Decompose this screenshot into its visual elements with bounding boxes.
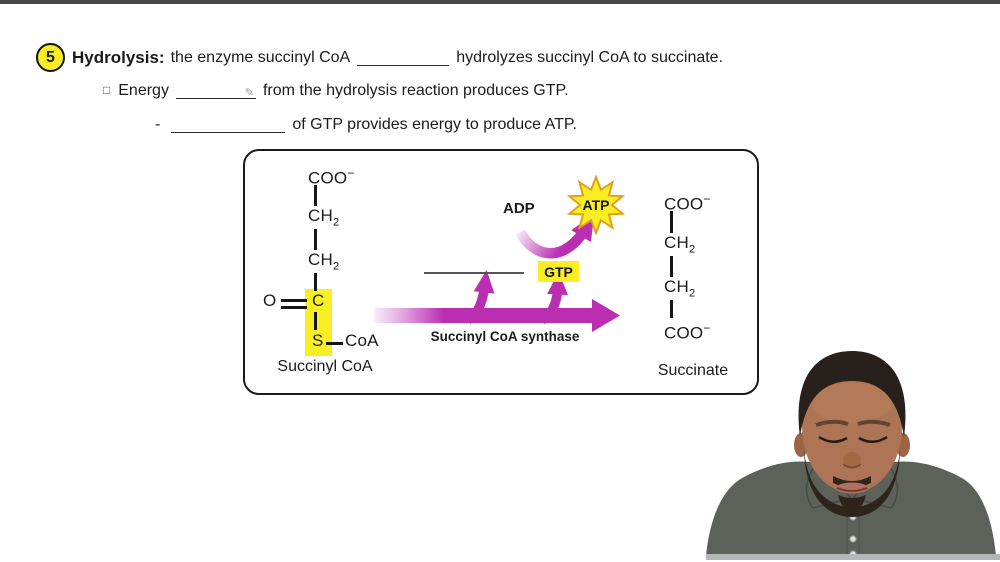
gtp-badge: GTP (538, 261, 579, 282)
atp-label: ATP (583, 197, 610, 213)
step-number-badge: 5 (36, 43, 65, 72)
top-window-bar (0, 0, 1000, 4)
line1-before-blank: the enzyme succinyl CoA (170, 48, 351, 66)
coa-label: CoA (345, 331, 379, 350)
atp-starburst-icon: ATP (566, 174, 626, 236)
succinate-group-ch2-2: CH2 (664, 277, 696, 300)
presenter-webcam (706, 351, 996, 556)
mouth-line (836, 487, 868, 492)
closed-eye (818, 435, 848, 443)
line2-before-blank: Energy (118, 82, 169, 99)
succinyl-coa-name: Succinyl CoA (277, 358, 373, 375)
reaction-diagram-panel: COO− CH2 CH2 O C S CoA Succinyl CoA (243, 149, 759, 395)
note-line-3: - of GTP provides energy to produce ATP. (155, 116, 577, 134)
sulfur-atom: S (312, 331, 324, 350)
bond (314, 273, 317, 291)
succinate-name: Succinate (657, 362, 729, 379)
succinate-group-coo-top: COO− (664, 192, 711, 214)
nose-shadow (842, 463, 862, 469)
succinate-group-coo-bottom: COO− (664, 321, 711, 343)
double-bond-line (281, 306, 307, 309)
carbonyl-oxygen: O (263, 291, 277, 310)
branch-arrow-to-blank (465, 269, 495, 325)
succinyl-group-ch2-2: CH2 (308, 250, 340, 273)
pencil-icon[interactable]: ✎ (244, 87, 254, 99)
note-line-2: □ Energy ✎ from the hydrolysis reaction … (103, 82, 569, 100)
reaction-arrows-graphic: ATP (374, 174, 626, 332)
shirt-button (849, 535, 857, 543)
branch-arrow-to-gtp (539, 271, 568, 325)
eyebrow (815, 419, 849, 427)
line1-after-blank: hydrolyzes succinyl CoA to succinate. (456, 48, 724, 66)
line2-after-blank: from the hydrolysis reaction produces GT… (262, 82, 569, 99)
bond (670, 211, 673, 233)
main-reaction-arrow (374, 299, 620, 332)
fill-in-blank-2[interactable]: ✎ (175, 83, 256, 99)
adp-label: ADP (503, 200, 535, 217)
succinyl-group-coo: COO− (308, 166, 355, 188)
eyebrow (857, 419, 891, 427)
bond (314, 185, 317, 206)
forehead-highlight (812, 383, 892, 423)
fill-in-blank-3[interactable] (171, 117, 286, 133)
bond (314, 312, 317, 330)
fill-in-blank-1[interactable] (357, 50, 450, 66)
presenter-nose (843, 452, 861, 466)
line3-after-blank: of GTP provides energy to produce ATP. (292, 116, 577, 133)
diagram-fill-in-blank[interactable] (424, 272, 524, 274)
succinyl-group-ch2-1: CH2 (308, 206, 340, 229)
succinate-group-ch2-1: CH2 (664, 233, 696, 256)
bond (670, 256, 673, 277)
dash-bullet: - (155, 116, 161, 133)
bond (670, 300, 673, 318)
chin-beard (838, 495, 866, 512)
closed-eye (858, 435, 888, 443)
bond (314, 229, 317, 250)
bond (326, 342, 343, 345)
enzyme-label: Succinyl CoA synthase (430, 329, 580, 344)
term-label: Hydrolysis: (72, 47, 165, 67)
presenter-hair (798, 351, 906, 437)
double-bond-line (281, 299, 307, 302)
carbonyl-carbon: C (312, 291, 325, 310)
adp-to-atp-arrow (515, 214, 595, 259)
webcam-bottom-strip (706, 554, 1000, 560)
note-line-1: 5 Hydrolysis: the enzyme succinyl CoA hy… (36, 43, 723, 72)
square-bullet-icon: □ (103, 83, 111, 97)
